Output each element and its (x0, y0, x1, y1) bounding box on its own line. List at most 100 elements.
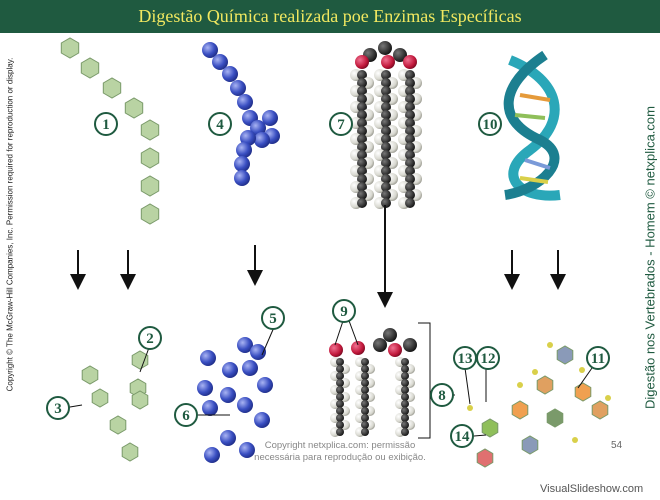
label-circle (586, 346, 610, 370)
carbon-atom (381, 150, 391, 160)
nucleotide-base (591, 400, 609, 420)
dna-helix (503, 50, 561, 201)
carbon-atom (381, 70, 391, 80)
carbon-atom (381, 166, 391, 176)
carbon-atom (405, 126, 415, 136)
carbon-atom (357, 158, 367, 168)
carbon-atom (405, 110, 415, 120)
phosphate (547, 342, 553, 348)
carbon-atom (401, 365, 409, 373)
carbon-atom (357, 166, 367, 176)
glycerol-atom (383, 328, 397, 342)
amino-acid-bead (242, 360, 258, 376)
carbon-atom (381, 86, 391, 96)
oxygen-atom (329, 343, 343, 357)
carbon-atom (401, 386, 409, 394)
carbon-atom (405, 86, 415, 96)
protein-chain (202, 42, 280, 186)
label-circle (332, 299, 356, 323)
amino-acid-bead (237, 397, 253, 413)
amino-acid-bead (236, 142, 252, 158)
amino-acid-bead (212, 54, 228, 70)
carbon-atom (405, 198, 415, 208)
carbon-atom (357, 142, 367, 152)
oxygen-atom (381, 55, 395, 69)
carbon-atom (361, 407, 369, 415)
amino-acid-bead (250, 344, 266, 360)
carbon-atom (401, 400, 409, 408)
phosphate (532, 369, 538, 375)
amino-acid-bead (222, 362, 238, 378)
glucose-hexagon (140, 119, 160, 141)
glucose-hexagon (131, 390, 149, 410)
amino-acids (197, 337, 273, 463)
title-bar (0, 0, 660, 33)
carbon-atom (405, 118, 415, 128)
carbon-atom (336, 393, 344, 401)
carbon-atom (357, 86, 367, 96)
fatty-acids (329, 328, 417, 437)
glucose-hexagon (91, 388, 109, 408)
carbon-atom (401, 379, 409, 387)
carbon-atom (361, 428, 369, 436)
label-circle (174, 403, 198, 427)
starch-chain (60, 37, 160, 225)
amino-acid-bead (230, 80, 246, 96)
carbon-atom (336, 358, 344, 366)
carbon-atom (357, 110, 367, 120)
phosphate (579, 367, 585, 373)
label-number-8: 8 (438, 388, 446, 404)
carbon-atom (401, 372, 409, 380)
glycerol-atom (378, 41, 392, 55)
carbon-atom (405, 102, 415, 112)
carbon-atom (336, 379, 344, 387)
carbon-atom (401, 407, 409, 415)
carbon-atom (336, 414, 344, 422)
carbon-atom (336, 407, 344, 415)
carbon-atom (401, 428, 409, 436)
carbon-atom (405, 174, 415, 184)
carbon-atom (357, 182, 367, 192)
disaccharides (81, 350, 149, 462)
label-circle (430, 383, 454, 407)
carbon-atom (336, 372, 344, 380)
label-number-13: 13 (458, 351, 473, 367)
nucleotide-base (574, 382, 592, 402)
glucose-hexagon (80, 57, 100, 79)
oxygen-atom (403, 55, 417, 69)
label-circle (138, 326, 162, 350)
carbon-atom (381, 134, 391, 144)
carbon-atom (357, 118, 367, 128)
carbon-atom (381, 174, 391, 184)
label-circle (478, 112, 502, 136)
carbon-atom (357, 190, 367, 200)
carbon-atom (336, 365, 344, 373)
carbon-atom (381, 182, 391, 192)
nucleotide-base (481, 418, 499, 438)
glucose-hexagon (81, 365, 99, 385)
label-number-2: 2 (146, 331, 154, 347)
label-number-4: 4 (216, 117, 224, 133)
carbon-atom (381, 118, 391, 128)
glucose-hexagon (121, 442, 139, 462)
carbon-atom (401, 421, 409, 429)
amino-acid-bead (202, 400, 218, 416)
carbon-atom (405, 182, 415, 192)
glucose-hexagon (131, 350, 149, 370)
glucose-hexagon (140, 203, 160, 225)
carbon-atom (357, 126, 367, 136)
phosphate (467, 405, 473, 411)
watermark: VisualSlideshow.com (540, 483, 644, 495)
carbon-atom (381, 102, 391, 112)
nucleotide-base (536, 375, 554, 395)
carbon-atom (381, 198, 391, 208)
carbon-atom (361, 386, 369, 394)
carbon-atom (381, 94, 391, 104)
carbon-atom (381, 78, 391, 88)
carbon-atom (357, 134, 367, 144)
label-circle (46, 396, 70, 420)
nucleotide-base (521, 435, 539, 455)
footer-copyright: Copyright netxplica.com: permissão neces… (254, 440, 426, 463)
carbon-atom (361, 365, 369, 373)
label-number-1: 1 (102, 117, 110, 133)
